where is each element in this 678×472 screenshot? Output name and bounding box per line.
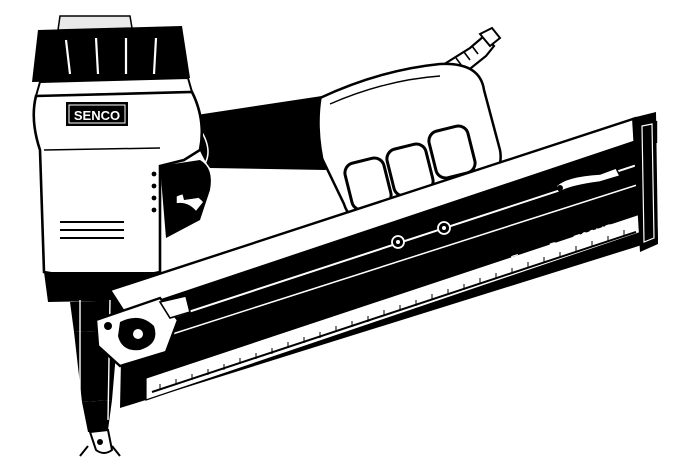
magazine: FramePro 702XP [108, 112, 658, 408]
brand-logo-text: SENCO [74, 108, 120, 123]
magazine-clamp [94, 295, 191, 368]
brand-plate [66, 102, 128, 126]
nose-tip [79, 428, 121, 457]
trigger-assembly [160, 160, 211, 238]
handle-overmold [189, 96, 326, 171]
magazine-scale-ticks [159, 230, 625, 390]
housing-body: SENCO [32, 90, 204, 280]
engine-cap [32, 15, 194, 98]
pusher-latch [555, 167, 622, 194]
